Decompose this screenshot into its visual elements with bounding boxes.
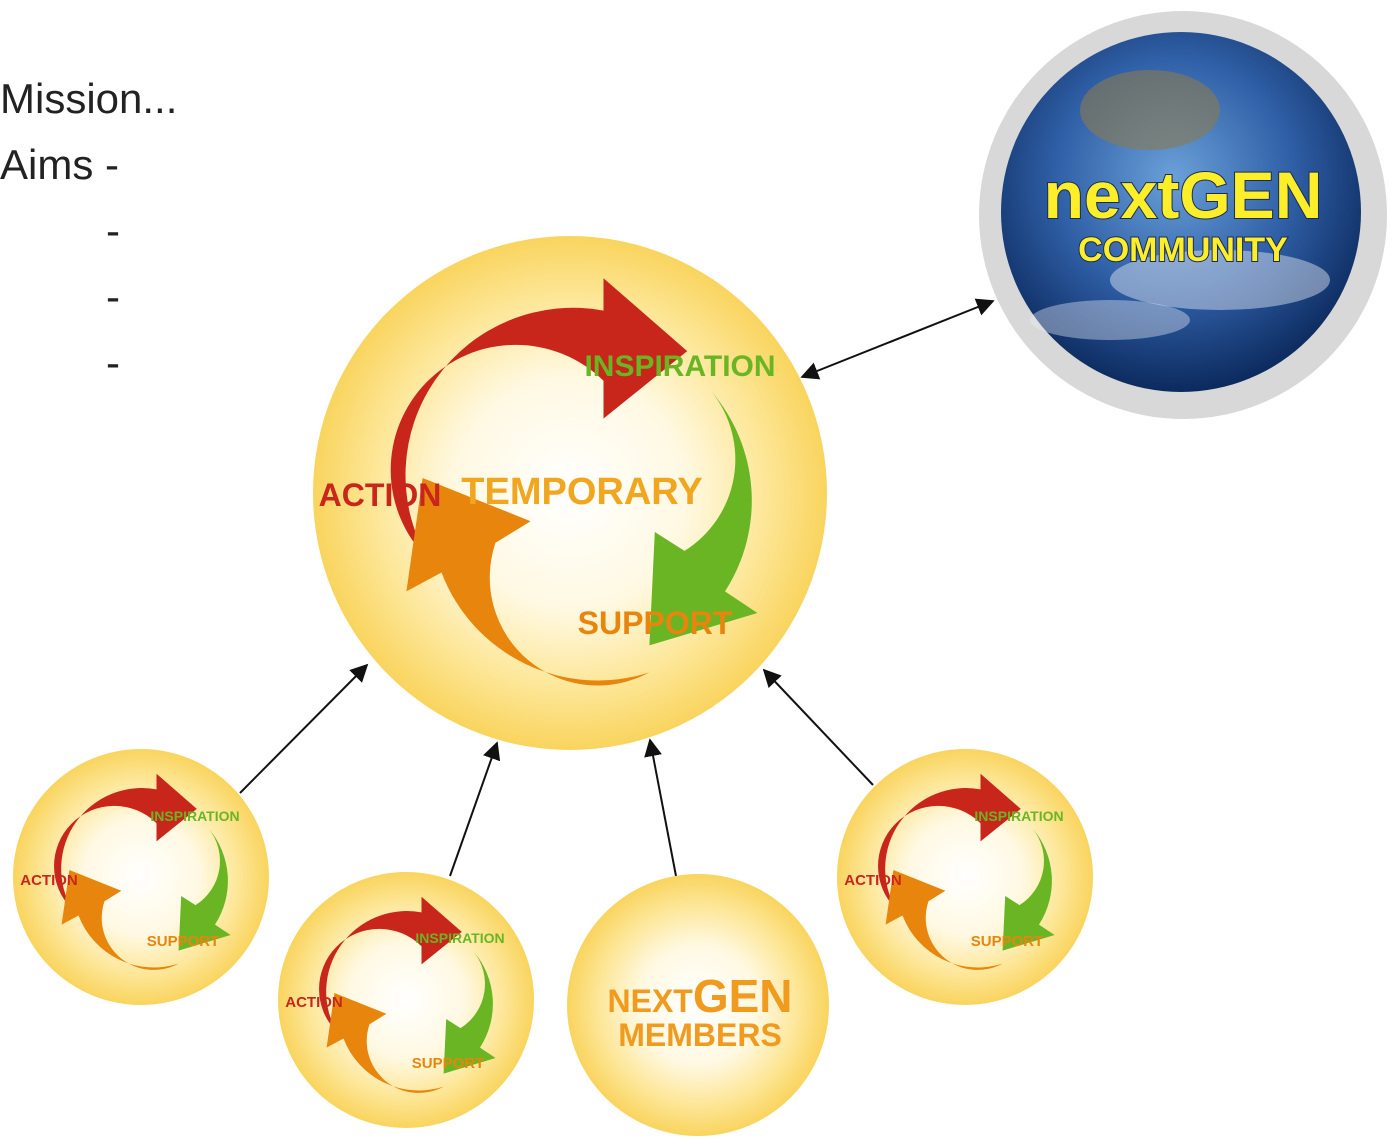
aim-bullet-1: - [106,207,120,254]
arrow-small2-main [449,741,501,877]
community-subtitle: COMMUNITY [1078,231,1288,269]
continent-shape [1080,70,1220,150]
main-action-label: ACTION [319,477,442,513]
aim-bullet-3: - [106,339,120,386]
main-support-label: SUPPORT [578,605,733,641]
main-center-label: TEMPORARY [461,471,702,513]
aims-heading: Aims - [0,141,119,188]
cloud-shape [1110,250,1330,310]
aims-text-block: Mission... Aims - - - - [0,66,177,396]
community-title: nextGEN [1044,158,1323,232]
small-2-action-label: ACTION [285,994,343,1011]
small-3-support-label: SUPPORT [971,933,1044,950]
small-3-inspiration-label: INSPIRATION [974,808,1063,824]
members-line2: MEMBERS [618,1017,782,1053]
main-inspiration-label: INSPIRATION [584,350,775,383]
arrow-small1-main [239,663,369,794]
small-cycle-2: INSPIRATION ACTION SUPPORT [278,872,534,1128]
cloud-shape [1030,300,1190,340]
arrow-globe-main [800,298,995,380]
arrow-members-main [644,738,677,877]
small-2-support-label: SUPPORT [412,1055,485,1072]
main-cycle-circle: INSPIRATION ACTION TEMPORARY SUPPORT [313,236,827,750]
members-circle: NEXTGEN MEMBERS [567,874,829,1136]
small-1-inspiration-label: INSPIRATION [150,808,239,824]
members-next-text: NEXT [607,983,693,1019]
members-line1: NEXTGEN [607,970,792,1022]
aim-bullet-2: - [106,273,120,320]
members-gen-text: GEN [693,970,793,1022]
small-1-support-label: SUPPORT [147,933,220,950]
small-cycle-1: INSPIRATION ACTION SUPPORT [13,749,269,1005]
small-2-inspiration-label: INSPIRATION [415,930,504,946]
arrow-small3-main [762,668,874,786]
community-globe: nextGEN COMMUNITY [979,11,1387,419]
small-cycle-3: INSPIRATION ACTION SUPPORT [837,749,1093,1005]
small-1-action-label: ACTION [20,872,78,889]
mission-heading: Mission... [0,75,178,122]
small-3-action-label: ACTION [844,872,902,889]
